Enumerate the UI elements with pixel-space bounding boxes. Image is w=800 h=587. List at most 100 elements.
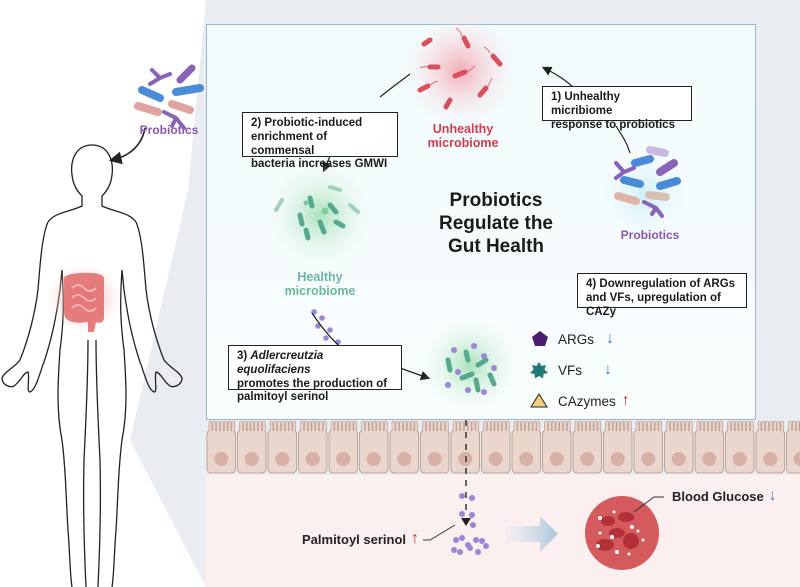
metabolite-dot <box>479 538 485 544</box>
metabolite-dot <box>453 537 459 543</box>
microvilli <box>574 420 602 431</box>
metabolite-dot <box>451 547 457 553</box>
right-probiotics-label: Probiotics <box>620 228 680 242</box>
healthy-microbiome-label: Healthy microbiome <box>270 270 370 299</box>
microvilli <box>605 420 632 431</box>
microvilli <box>544 420 571 431</box>
title-line-1: Probiotics <box>449 190 543 211</box>
microvilli <box>757 420 785 431</box>
cell-nucleus <box>580 452 595 466</box>
microvilli <box>696 420 724 431</box>
metabolite-dot <box>469 495 475 501</box>
metabolite-dot <box>473 537 479 543</box>
microvilli <box>361 420 388 431</box>
left-probiotics-label: Probiotics <box>139 123 199 137</box>
step-2-line-1: 2) Probiotic-induced <box>251 117 363 129</box>
step-4-line-1: 4) Downregulation of ARGs <box>586 278 736 290</box>
step-3-prefix: 3) <box>237 350 251 362</box>
microvilli <box>788 420 800 431</box>
figure-title: Probiotics Regulate the Gut Health <box>416 189 576 259</box>
palmitoyl-serinol-label: Palmitoyl serinol ↑ <box>302 530 419 548</box>
step-3-species: Adlercreutzia equolifaciens <box>237 350 324 376</box>
ingestion-arrow <box>108 127 146 165</box>
cell-nucleus <box>793 452 800 466</box>
legend-vfs-label: VFs <box>558 362 583 378</box>
cell-nucleus <box>610 452 625 466</box>
arrow-step3-to-microbiome <box>399 367 431 381</box>
palmitoyl-serinol-text: Palmitoyl serinol <box>302 531 407 547</box>
pentagon-icon <box>532 331 548 346</box>
palmitoyl-leader-line <box>423 524 456 541</box>
palmitoyl-serinol-molecules <box>451 493 489 555</box>
blood-glucose-label: Blood Glucose ↓ <box>672 487 777 505</box>
step-3-line-1: 3) Adlercreutzia equolifaciens <box>237 350 393 378</box>
metabolite-dot <box>335 339 341 345</box>
down-arrow-icon: ↓ <box>604 361 613 378</box>
legend-cazymes: CAzymes ↑ <box>550 392 630 410</box>
intestine-icon <box>46 264 122 332</box>
star-icon <box>530 362 548 379</box>
down-arrow-icon: ↓ <box>606 330 615 347</box>
metabolite-dot <box>459 535 465 541</box>
microvilli <box>635 420 663 431</box>
blood-vessel-icon <box>585 496 659 570</box>
unhealthy-microbiome-label: Unhealthy microbiome <box>408 122 518 151</box>
metabolite-dot <box>323 335 329 341</box>
legend-args: ARGs ↓ <box>550 330 614 348</box>
healthy-microbiome-icon <box>268 163 372 267</box>
metabolite-dot <box>327 327 333 333</box>
cell-nucleus <box>732 452 747 466</box>
arrow-probiotics-to-unhealthy <box>615 125 631 154</box>
cell-nucleus <box>427 452 442 466</box>
down-arrow-icon: ↓ <box>768 487 777 504</box>
title-line-2: Regulate the <box>438 213 554 235</box>
legend-args-label: ARGs <box>558 331 595 347</box>
step-4-line-2: and VFs, upregulation of CAZy <box>586 291 721 318</box>
metabolite-dot <box>319 315 325 321</box>
absorption-arrowhead <box>461 518 471 526</box>
cell-nucleus <box>763 452 778 466</box>
microvilli <box>483 420 510 431</box>
step-2-box: 2) Probiotic-induced enrichment of comme… <box>242 112 398 170</box>
microvilli <box>422 420 449 431</box>
microvilli <box>391 420 419 431</box>
legend-cazymes-label: CAzymes <box>558 393 616 409</box>
cell-nucleus <box>519 452 534 466</box>
step-1-line-2: response to probiotics <box>551 118 675 131</box>
cell-nucleus <box>397 452 412 466</box>
cell-nucleus <box>305 452 320 466</box>
metabolite-dot <box>470 522 476 528</box>
metabolite-dot <box>469 512 475 518</box>
step-1-line-1: 1) Unhealthy micribiome <box>551 91 621 117</box>
microvilli <box>239 420 266 431</box>
blood-glucose-text: Blood Glucose <box>672 488 764 504</box>
probiotics-cluster-left <box>134 64 204 130</box>
microvilli <box>727 420 754 431</box>
microvilli <box>666 420 693 431</box>
metabolite-dot <box>467 545 473 551</box>
legend-vfs: VFs ↓ <box>550 361 612 379</box>
title-line-3: Gut Health <box>447 236 545 258</box>
blood-region <box>206 475 800 587</box>
step-3-line-3: palmitoyl serinol <box>237 391 329 404</box>
metabolite-dot <box>457 549 463 555</box>
metabolite-dot <box>483 543 489 549</box>
human-body-outline <box>1 144 183 587</box>
step-3-line-2: promotes the production of <box>237 377 388 390</box>
unhealthy-microbiome-icon <box>405 15 515 125</box>
step-1-box: 1) Unhealthy micribiome response to prob… <box>542 86 692 131</box>
cell-nucleus <box>488 452 503 466</box>
unhealthy-label-line-1: Unhealthy <box>432 122 494 136</box>
healthy-label-line-2: microbiome <box>284 284 356 299</box>
metabolite-dot <box>459 511 465 517</box>
lower-microbiome-icon <box>422 317 518 413</box>
blood-glucose-leader-line <box>633 496 664 513</box>
cell-nucleus <box>244 452 259 466</box>
microvilli <box>208 420 236 431</box>
microvilli <box>269 420 297 431</box>
cell-nucleus <box>549 452 564 466</box>
cell-nucleus <box>671 452 686 466</box>
triangle-icon <box>530 393 548 408</box>
cell-nucleus <box>366 452 381 466</box>
